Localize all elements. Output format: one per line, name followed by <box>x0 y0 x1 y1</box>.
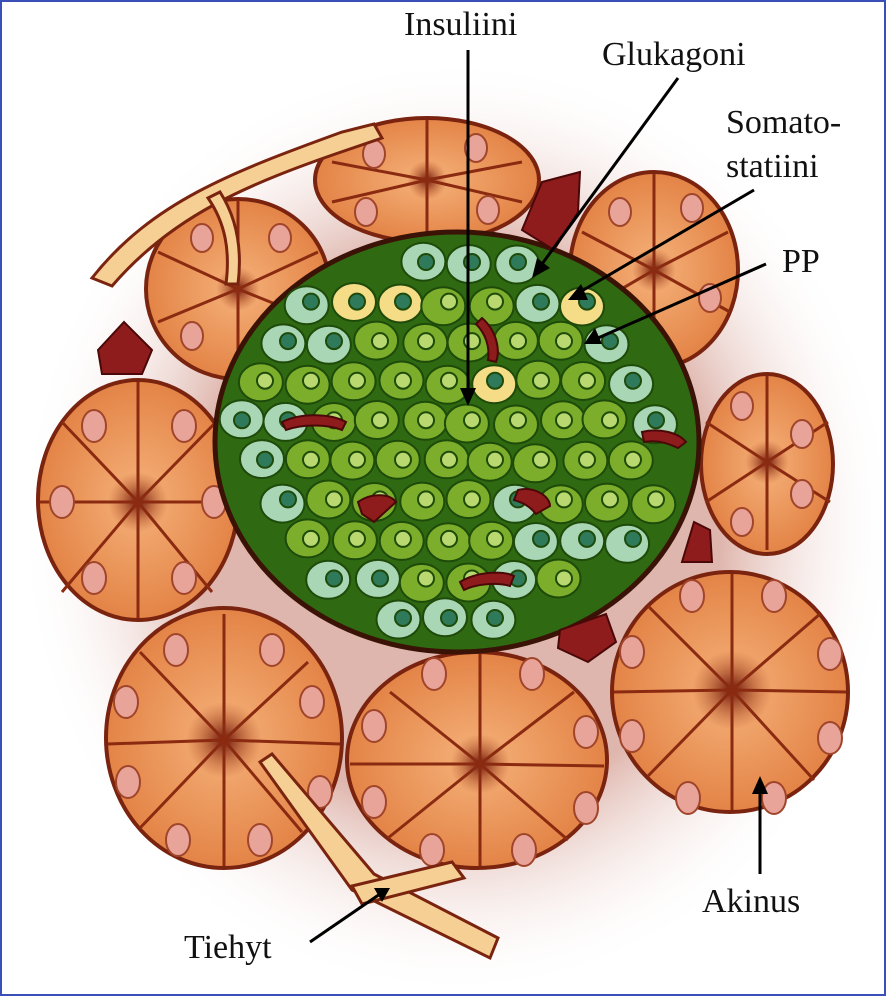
pointer-glucagon <box>540 77 680 265</box>
islet-cell-nucleus <box>601 411 619 430</box>
islet-cell-nucleus <box>509 332 527 351</box>
islet-cell-nucleus <box>440 529 458 548</box>
islet-cell-nucleus <box>417 490 435 509</box>
islet-cell-nucleus <box>394 450 412 469</box>
islet-cell-nucleus <box>348 371 366 390</box>
islet-cell-nucleus <box>486 292 504 311</box>
label-acinus: Akinus <box>702 883 800 920</box>
islet-cell-nucleus <box>486 609 504 627</box>
islet-cell-nucleus <box>624 450 642 469</box>
islet-cell-nucleus <box>555 332 573 351</box>
islet-cell-nucleus <box>601 490 619 509</box>
islet-cell-nucleus <box>463 253 481 271</box>
islet-cell-nucleus <box>279 490 297 509</box>
islet-cell-nucleus <box>348 450 366 469</box>
label-duct: Tiehyt <box>184 929 272 966</box>
pointer-duct <box>309 892 381 944</box>
islet-cell-nucleus <box>578 371 596 390</box>
islet-cell-nucleus <box>417 411 435 430</box>
label-insulin: Insuliini <box>404 6 517 43</box>
islet-cell-nucleus <box>440 292 458 311</box>
islet-cell-nucleus <box>440 371 458 390</box>
islet-cell-nucleus <box>394 609 412 627</box>
islet-cell-nucleus <box>256 371 274 390</box>
islet-cell-nucleus <box>256 450 274 469</box>
label-somatostatin-line2: statiini <box>726 148 819 185</box>
islet-cell-nucleus <box>348 292 366 311</box>
islet-cell-nucleus <box>302 371 320 390</box>
islet-cell-nucleus <box>440 609 458 627</box>
islet-cell-nucleus <box>509 411 527 430</box>
islet-cell-nucleus <box>578 529 596 548</box>
pointer-lines <box>309 50 767 944</box>
label-somatostatin-line1: Somato- <box>726 104 841 141</box>
islet-cell-nucleus <box>532 292 550 311</box>
islet-cell-nucleus <box>532 529 550 548</box>
label-pp: PP <box>782 243 820 280</box>
islet-cell-nucleus <box>463 411 481 430</box>
pointer-pp <box>597 262 767 340</box>
pointer-somatostatin <box>579 188 755 294</box>
islet-cell-nucleus <box>463 490 481 509</box>
islet-cell-nucleus <box>325 569 343 588</box>
islet-cell-nucleus <box>325 490 343 509</box>
islet-cell-nucleus <box>647 490 665 509</box>
islet-cell-nucleus <box>371 332 389 351</box>
islet-cell-nucleus <box>555 411 573 430</box>
islet-cell-nucleus <box>394 371 412 390</box>
islet-cell-nucleus <box>624 529 642 548</box>
islet-cell-nucleus <box>302 450 320 469</box>
islet-cell-nucleus <box>624 371 642 390</box>
islet-cell-nucleus <box>302 529 320 548</box>
pointer-arrowheads <box>374 258 768 902</box>
islet-cell-nucleus <box>417 332 435 351</box>
islet-cell-nucleus <box>417 253 435 271</box>
islet-cells <box>218 241 678 640</box>
islet-cell-nucleus <box>486 450 504 469</box>
islet-cell-nucleus <box>394 292 412 311</box>
islet-cell-nucleus <box>417 569 435 588</box>
islet-cell-nucleus <box>532 450 550 469</box>
islet-cell-nucleus <box>325 332 343 351</box>
islet-cell-nucleus <box>578 450 596 469</box>
islet-cell-nucleus <box>279 332 297 351</box>
islet-cell-nucleus <box>463 332 481 351</box>
islet-cell-nucleus <box>486 529 504 548</box>
islet-cell-nucleus <box>233 411 251 430</box>
islet-cell-nucleus <box>348 529 366 548</box>
islet-cell-nucleus <box>532 371 550 390</box>
islet-cell-nucleus <box>509 253 527 271</box>
islet-cell-nucleus <box>486 371 504 390</box>
islet-cell-nucleus <box>555 569 573 588</box>
islet-cell-nucleus <box>371 569 389 588</box>
label-glucagon: Glukagoni <box>602 36 746 73</box>
islet-cell-nucleus <box>371 411 389 430</box>
islet-cell-nucleus <box>647 411 665 430</box>
islet-cell-nucleus <box>302 292 320 311</box>
islet-cell-nucleus <box>440 450 458 469</box>
islet-cell-nucleus <box>555 490 573 509</box>
islet-cell-nucleus <box>394 529 412 548</box>
